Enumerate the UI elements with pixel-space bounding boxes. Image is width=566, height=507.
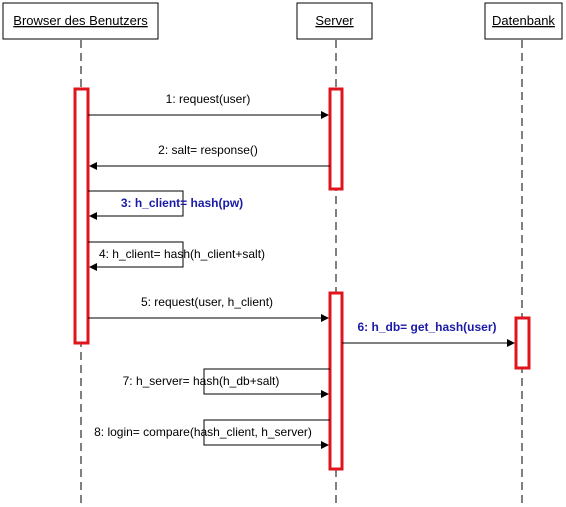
message-4-label: 4: h_client= hash(h_client+salt) [99,247,265,261]
message-8-arrow [203,419,330,449]
message-3-label: 3: h_client= hash(pw) [121,196,243,210]
message-5-label: 5: request(user, h_client) [141,295,273,309]
message-4: 4: h_client= hash(h_client+salt) [88,241,265,271]
message-2: 2: salt= response() [89,143,330,170]
message-1-label: 1: request(user) [166,92,251,106]
message-3: 3: h_client= hash(pw) [88,190,243,220]
participant-server: Server [296,2,373,40]
participant-browser-label: Browser des Benutzers [13,13,148,28]
message-4-arrow [88,241,184,271]
participant-datenbank-label: Datenbank [492,13,555,28]
message-6-label: 6: h_db= get_hash(user) [357,320,496,334]
message-2-label: 2: salt= response() [158,143,258,157]
message-7: 7: h_server= hash(h_db+salt) [123,368,330,398]
participant-browser: Browser des Benutzers [2,2,159,40]
message-6: 6: h_db= get_hash(user) [342,320,515,347]
activation-server-2 [328,291,344,471]
message-3-arrow [88,190,184,220]
message-1: 1: request(user) [88,92,329,119]
message-8-label: 8: login= compare(hash_client, h_server) [94,425,312,439]
activation-server-1 [328,87,344,191]
message-5: 5: request(user, h_client) [88,295,329,322]
message-8: 8: login= compare(hash_client, h_server) [94,419,330,449]
activation-datenbank [514,316,531,370]
message-7-label: 7: h_server= hash(h_db+salt) [123,374,280,388]
message-7-arrow [203,368,330,398]
participant-server-label: Server [315,13,354,28]
participant-datenbank: Datenbank [484,2,563,40]
activation-browser [73,87,90,345]
